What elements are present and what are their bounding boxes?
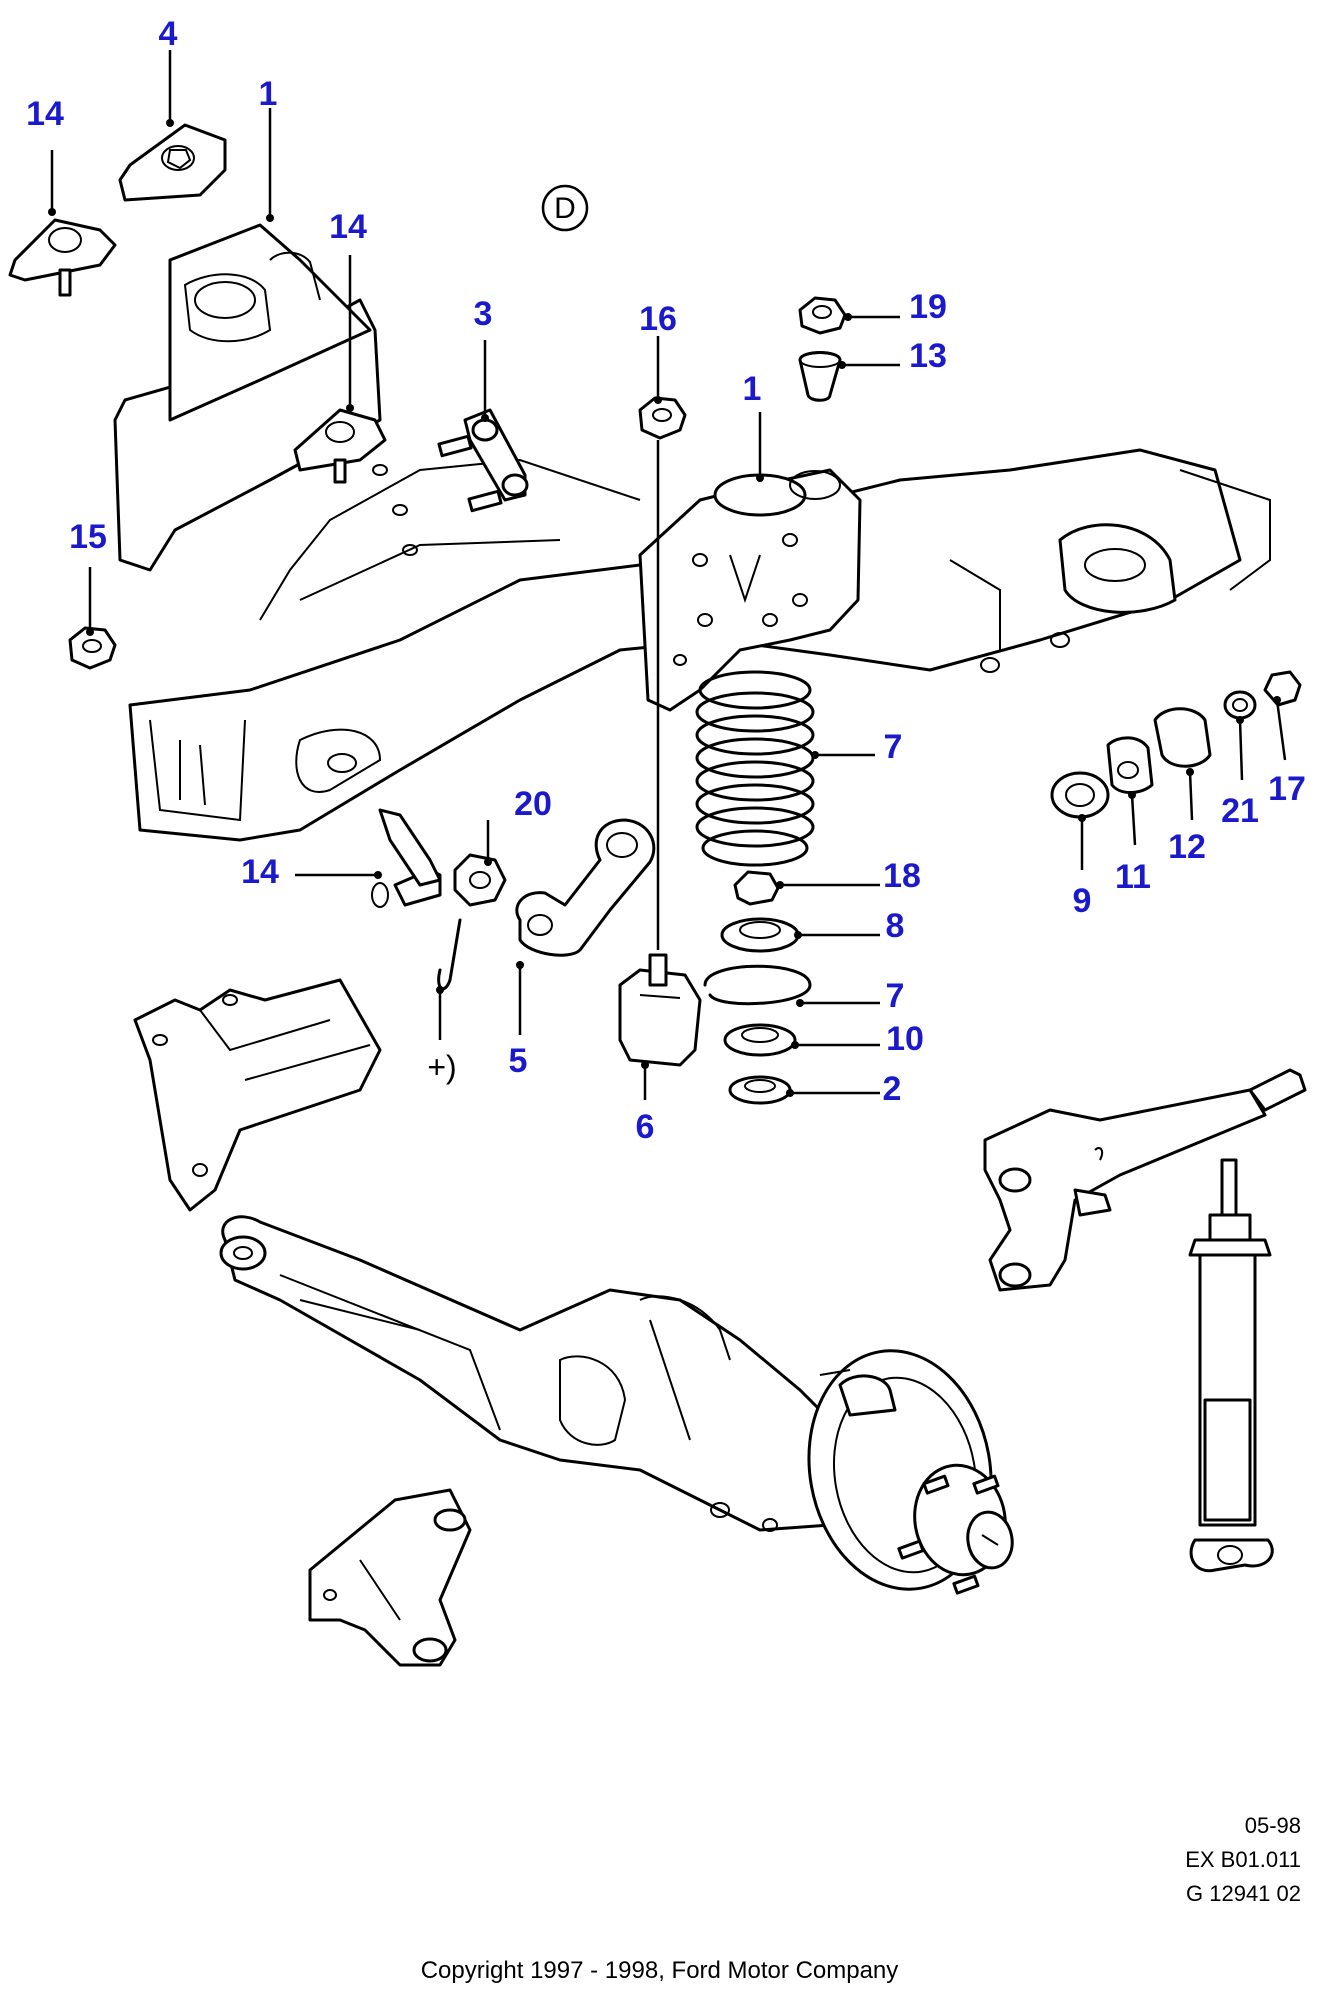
- spring-tower-bracket: [638, 468, 862, 712]
- section-label: D: [554, 192, 576, 225]
- body-mount-center: [293, 408, 387, 484]
- callout-numbers: 4 14 1 14 3 16 19 13 1 15 7 17 21 12 9 1…: [26, 15, 1306, 1146]
- diagram-ref: G 12941 02: [1186, 1881, 1301, 1906]
- callout-14-lower: 14: [241, 853, 279, 891]
- bracket-bolts: [437, 408, 529, 513]
- callout-11: 11: [1115, 858, 1151, 896]
- callout-1-center: 1: [743, 370, 762, 408]
- shock-absorber: [1188, 1158, 1274, 1573]
- diagram-date: 05-98: [1244, 1813, 1301, 1838]
- callout-20: 20: [514, 785, 552, 823]
- copyright-notice: Copyright 1997 - 1998, Ford Motor Compan…: [420, 1957, 899, 1984]
- footnote-marker: +): [427, 1049, 456, 1085]
- callout-15: 15: [69, 518, 107, 556]
- callout-19: 19: [909, 288, 947, 326]
- callout-12: 12: [1168, 828, 1206, 866]
- callout-14-top-left: 14: [26, 95, 64, 133]
- nut-16: [638, 396, 687, 440]
- coil-spring: [695, 670, 815, 867]
- callout-14-center: 14: [329, 208, 367, 246]
- bushing-13: [798, 351, 842, 402]
- bushing-stack: [1050, 670, 1302, 819]
- frame-crossmember: [113, 223, 1271, 842]
- callout-10: 10: [886, 1020, 924, 1058]
- castle-nut-20: [453, 853, 507, 907]
- callout-2: 2: [883, 1070, 902, 1108]
- diagram-code: EX B01.011: [1185, 1847, 1301, 1872]
- leader-lines: [48, 50, 1287, 1100]
- callout-6: 6: [636, 1108, 655, 1146]
- callout-4: 4: [159, 15, 178, 53]
- callout-7-lower: 7: [886, 977, 905, 1015]
- callout-5: 5: [509, 1042, 528, 1080]
- tie-rod-14: [371, 808, 442, 908]
- spring-seats: [703, 870, 812, 1105]
- brake-disc-hub: [807, 1349, 1014, 1595]
- callout-1-top: 1: [259, 75, 278, 113]
- pitman-arm: [515, 818, 656, 957]
- callout-18: 18: [883, 857, 921, 895]
- callout-21: 21: [1221, 792, 1259, 830]
- section-marker: D: [541, 184, 589, 232]
- left-bracket-upper: [133, 978, 382, 1212]
- body-mount-left: [8, 218, 117, 297]
- callout-16: 16: [639, 300, 677, 338]
- callout-13: 13: [909, 337, 947, 375]
- callout-17: 17: [1268, 770, 1306, 808]
- nut-15: [68, 626, 117, 670]
- callout-7-upper: 7: [884, 728, 903, 766]
- shock-bracket: [983, 1068, 1307, 1292]
- nut-19: [798, 296, 847, 335]
- front-axle-assembly: [219, 1215, 872, 1532]
- jounce-bumper: [618, 953, 702, 1067]
- callout-9: 9: [1073, 882, 1092, 920]
- body-mount-upper: [118, 123, 227, 202]
- callout-8: 8: [886, 907, 905, 945]
- callout-3: 3: [474, 295, 493, 333]
- cotter-pin: [437, 918, 462, 991]
- left-bracket-lower: [308, 1488, 472, 1667]
